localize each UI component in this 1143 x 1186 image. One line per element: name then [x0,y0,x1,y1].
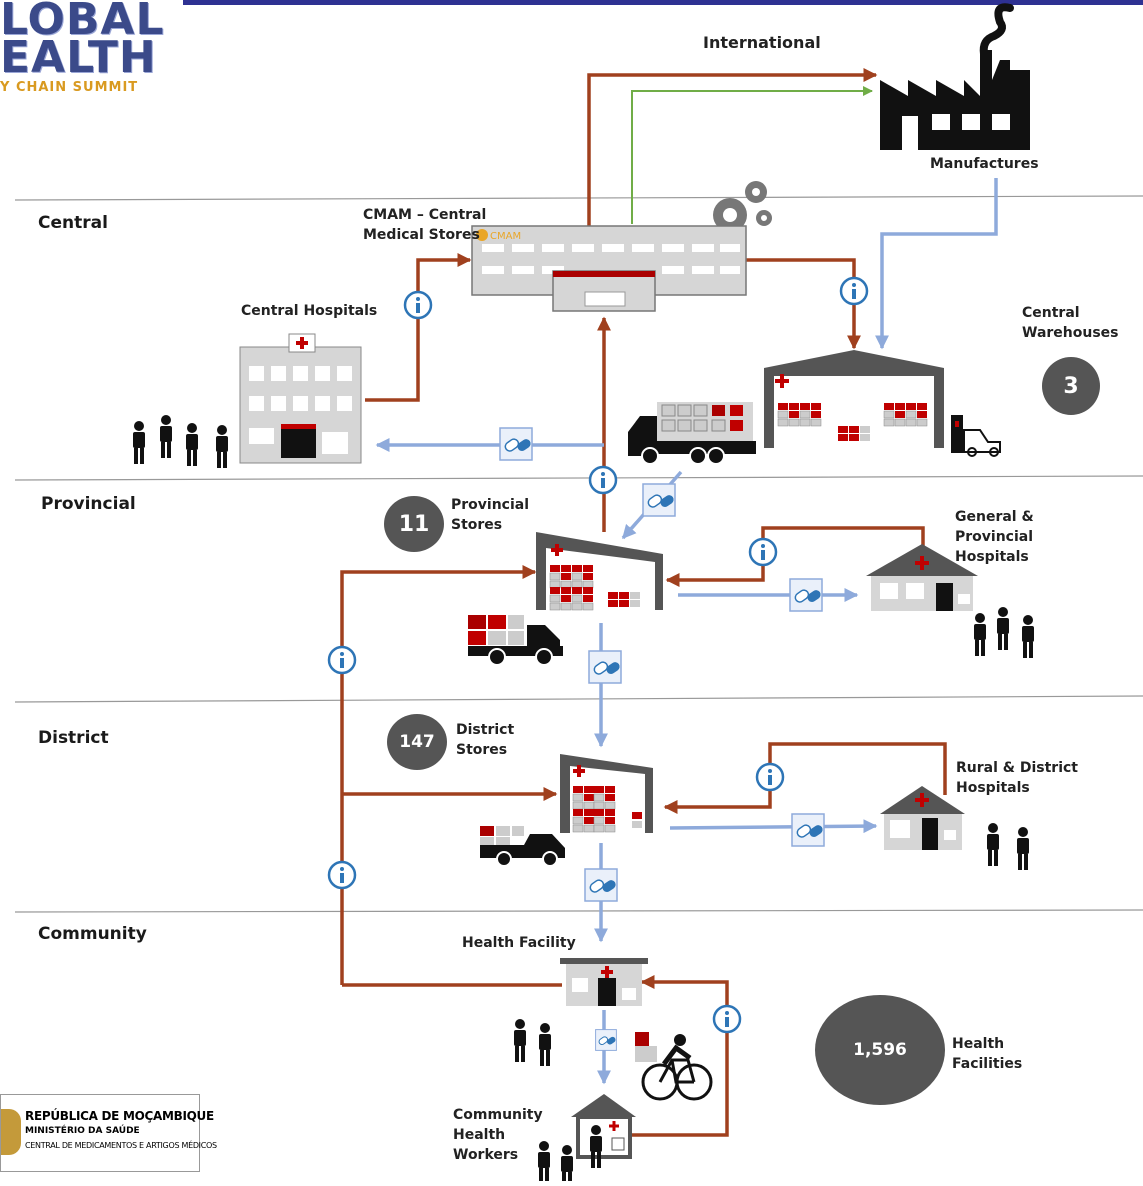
count-badge-central-warehouses: 3 [1042,357,1100,415]
label-provincial-stores: Provincial Stores [451,497,530,533]
level-district: District [38,728,109,748]
pills-icon [791,813,826,847]
pills-icon [642,483,677,517]
pills-icon [588,650,623,684]
label-international: International [703,33,821,52]
divider-provincial [14,475,1143,481]
bicycle-icon [635,1032,713,1101]
info-icon [327,860,357,890]
level-provincial: Provincial [41,494,136,514]
summit-logo: LOBAL EALTH Y CHAIN SUMMIT [0,0,165,95]
info-icon [712,1004,742,1034]
people-community [538,1141,573,1186]
factory-icon [880,3,1030,150]
provincial-hospital-building [866,544,978,611]
label-health-facilities: Health Facilities [952,1036,1023,1072]
procurement-flow [631,86,873,224]
info-icon [755,762,785,792]
label-health-facility: Health Facility [462,935,576,951]
count-badge-health-facilities: 1,596 [815,995,945,1105]
divider-community [14,909,1143,913]
district-store-building [560,754,653,833]
pills-icon [595,1029,618,1051]
health-facility-building [560,958,648,1006]
information-flows [340,68,947,1137]
truck-icon [480,826,565,867]
label-district-stores: District Stores [456,722,515,758]
header-bar [183,0,1143,5]
district-hospital-building [880,786,965,850]
label-general-provincial-hospitals: General & Provincial Hospitals [955,509,1034,565]
central-hospital-building [239,333,362,464]
count-badge-district-stores: 147 [387,714,447,770]
info-icon [748,537,778,567]
provincial-store-building [536,532,663,611]
forklift-icon [951,415,1001,457]
central-warehouse-building [764,350,944,448]
count-badge-provincial-stores: 11 [384,496,444,552]
cmam-building: CMAM [471,181,772,312]
divider-district [14,695,1143,703]
truck-icon [628,402,756,465]
crest-icon [1,1109,21,1155]
ministry-logo: REPÚBLICA DE MOÇAMBIQUE MINISTÉRIO DA SA… [0,1094,217,1172]
pills-icon [789,578,824,612]
info-icon [327,645,357,675]
label-community-health-workers: Community Health Workers [453,1107,543,1163]
divider-central [14,195,1143,201]
info-icon [403,290,433,320]
info-icon [588,465,618,495]
label-manufactures: Manufactures [930,156,1039,172]
pills-icon [584,868,619,902]
label-cmam: CMAM – Central Medical Stores [363,207,487,243]
level-central: Central [38,213,108,233]
medicine-icons [499,427,826,1051]
level-community: Community [38,924,147,944]
chw-house-building [571,1094,636,1168]
gears-icon [713,181,772,232]
people-central [133,415,228,468]
label-central-warehouses: Central Warehouses [1022,305,1119,341]
people-district [987,823,1029,870]
info-icon [839,276,869,306]
people-provincial [974,607,1034,658]
people-health-facility [514,1019,551,1066]
label-central-hospitals: Central Hospitals [241,303,378,319]
truck-icon [468,615,563,666]
pills-icon [499,427,534,461]
label-rural-district-hospitals: Rural & District Hospitals [956,760,1078,796]
cmam-sign: CMAM [490,231,521,242]
